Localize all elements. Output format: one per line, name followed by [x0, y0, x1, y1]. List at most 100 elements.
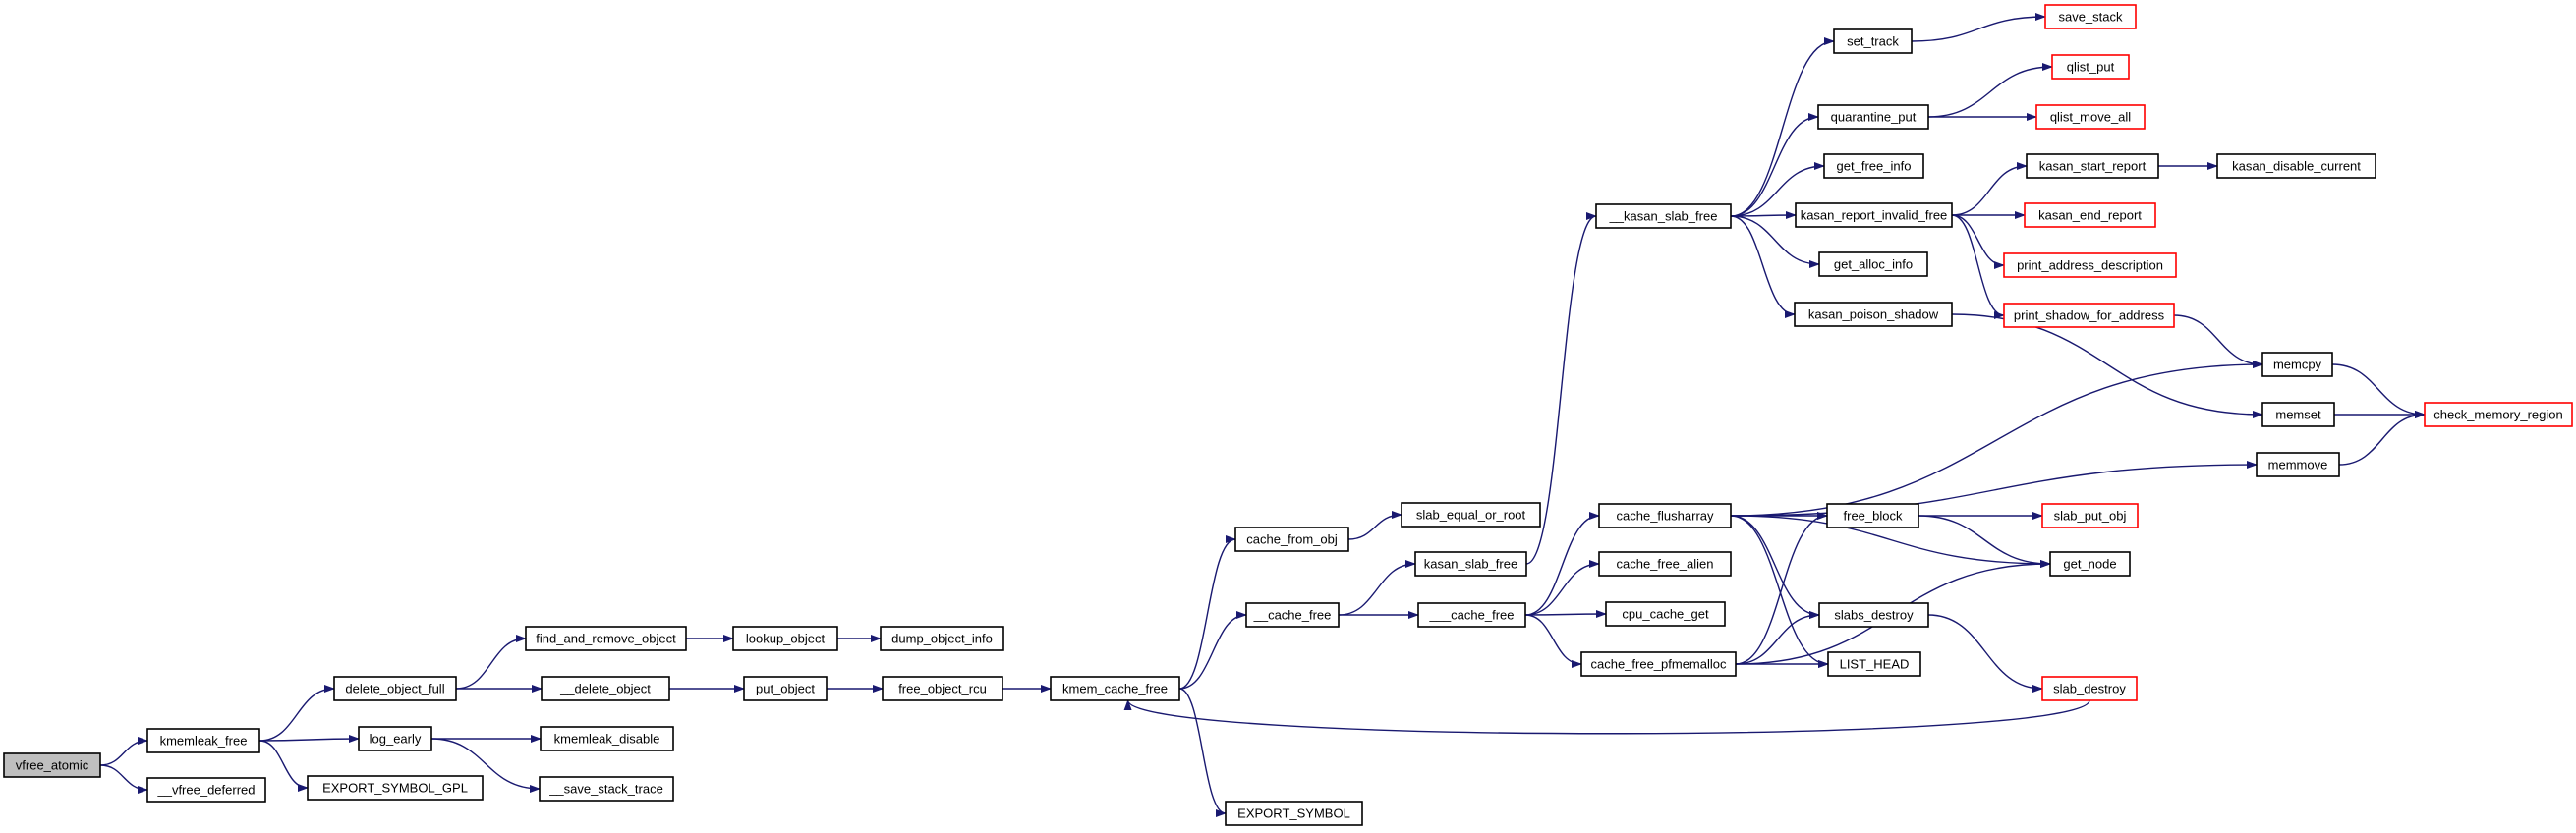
node-label: slab_put_obj	[2054, 509, 2127, 524]
node-box	[2003, 303, 2175, 328]
node-memmove[interactable]: memmove	[2256, 452, 2340, 477]
node-EXPORT_SYMBOL[interactable]: EXPORT_SYMBOL	[1225, 801, 1363, 826]
edge-kmemleak_free-to-EXPORT_SYMBOL_GPL	[258, 740, 309, 792]
node-box	[1817, 104, 1929, 130]
edge-cache_flusharray-to-memcpy	[1730, 361, 2263, 517]
node-print_shadow_for_address[interactable]: print_shadow_for_address	[2003, 303, 2175, 328]
node-label: find_and_remove_object	[536, 632, 676, 646]
node-EXPORT_SYMBOL_GPL[interactable]: EXPORT_SYMBOL_GPL	[307, 775, 484, 801]
edge-kmemleak_free-to-log_early	[258, 735, 360, 744]
node-box	[540, 726, 674, 751]
node-delete_object_full[interactable]: delete_object_full	[333, 676, 457, 701]
node-slab_put_obj[interactable]: slab_put_obj	[2041, 503, 2139, 528]
node-label: EXPORT_SYMBOL_GPL	[322, 781, 468, 796]
node-memset[interactable]: memset	[2261, 402, 2335, 427]
node-vfree_atomic[interactable]: vfree_atomic	[3, 752, 101, 778]
node-get_free_info[interactable]: get_free_info	[1823, 153, 1924, 179]
node-kmemleak_free[interactable]: kmemleak_free	[146, 728, 260, 753]
node-slab_equal_or_root[interactable]: slab_equal_or_root	[1401, 502, 1541, 528]
node-box	[1795, 202, 1953, 228]
node-cache_from_obj[interactable]: cache_from_obj	[1234, 527, 1349, 552]
node-kmemleak_disable[interactable]: kmemleak_disable	[540, 726, 674, 751]
node-__vfree_deferred[interactable]: __vfree_deferred	[146, 777, 266, 803]
node-cpu_cache_get[interactable]: cpu_cache_get	[1605, 601, 1726, 627]
node-label: free_block	[1844, 509, 1903, 524]
edge-slabs_destroy-to-slab_destroy	[1927, 614, 2043, 693]
node-free_object_rcu[interactable]: free_object_rcu	[882, 676, 1003, 701]
edge-cache_free_pfmemalloc-to-slabs_destroy	[1735, 611, 1820, 665]
node-get_alloc_info[interactable]: get_alloc_info	[1818, 251, 1928, 277]
node-__kasan_slab_free[interactable]: __kasan_slab_free	[1595, 203, 1732, 229]
node-label: cache_free_pfmemalloc	[1590, 657, 1727, 672]
node-box	[3, 752, 101, 778]
node-label: put_object	[756, 682, 815, 696]
node-qlist_put[interactable]: qlist_put	[2051, 54, 2130, 80]
node-set_track[interactable]: set_track	[1833, 28, 1913, 54]
node-find_and_remove_object[interactable]: find_and_remove_object	[525, 626, 687, 651]
node-check_memory_region[interactable]: check_memory_region	[2424, 402, 2573, 427]
node-kasan_disable_current[interactable]: kasan_disable_current	[2216, 153, 2376, 179]
node-box	[525, 626, 687, 651]
node-label: set_track	[1847, 34, 1899, 49]
node-box	[1050, 676, 1180, 701]
node-kasan_slab_free[interactable]: kasan_slab_free	[1414, 551, 1527, 577]
node-box	[1580, 651, 1737, 677]
node-label: __save_stack_trace	[548, 782, 663, 797]
node-kasan_report_invalid_free[interactable]: kasan_report_invalid_free	[1795, 202, 1953, 228]
node-box	[1595, 203, 1732, 229]
node-box	[1225, 801, 1363, 826]
node-label: kmemleak_free	[160, 734, 248, 749]
nodes-layer: vfree_atomic kmemleak_free __vfree_deferre…	[3, 4, 2573, 826]
node-memcpy[interactable]: memcpy	[2261, 352, 2333, 377]
node-kmem_cache_free[interactable]: kmem_cache_free	[1050, 676, 1180, 701]
node-cache_flusharray[interactable]: cache_flusharray	[1598, 503, 1732, 528]
edge-log_early-to-__save_stack_trace	[430, 738, 541, 793]
node-qlist_move_all[interactable]: qlist_move_all	[2035, 104, 2146, 130]
node-free_block[interactable]: free_block	[1826, 503, 1919, 528]
edge-___cache_free-to-cache_free_pfmemalloc	[1524, 614, 1582, 668]
edge-__kasan_slab_free-to-kasan_poison_shadow	[1730, 215, 1796, 318]
node-quarantine_put[interactable]: quarantine_put	[1817, 104, 1929, 130]
node-label: memcpy	[2273, 358, 2322, 372]
edge-vfree_atomic-to-__vfree_deferred	[99, 764, 148, 794]
node-LIST_HEAD[interactable]: LIST_HEAD	[1827, 651, 1921, 677]
node-box	[333, 676, 457, 701]
node-label: __delete_object	[559, 682, 651, 696]
node-kasan_end_report[interactable]: kasan_end_report	[2024, 202, 2156, 228]
node-cache_free_alien[interactable]: cache_free_alien	[1598, 551, 1732, 577]
node-box	[2041, 503, 2139, 528]
node-lookup_object[interactable]: lookup_object	[732, 626, 838, 651]
edge-__kasan_slab_free-to-get_free_info	[1730, 162, 1825, 217]
edge-memcpy-to-check_memory_region	[2331, 363, 2426, 418]
node-label: memset	[2275, 408, 2321, 422]
node-label: quarantine_put	[1831, 110, 1917, 125]
node-log_early[interactable]: log_early	[358, 726, 432, 751]
node-box	[880, 626, 1004, 651]
node-__delete_object[interactable]: __delete_object	[541, 676, 670, 701]
node-slabs_destroy[interactable]: slabs_destroy	[1818, 602, 1929, 628]
edge-___cache_free-to-cpu_cache_get	[1524, 610, 1607, 619]
node-save_stack[interactable]: save_stack	[2044, 4, 2137, 29]
node-label: free_object_rcu	[898, 682, 987, 696]
node-label: cache_flusharray	[1617, 509, 1714, 524]
node-box	[541, 676, 670, 701]
node-label: log_early	[370, 732, 422, 747]
node-put_object[interactable]: put_object	[743, 676, 828, 701]
node-kasan_start_report[interactable]: kasan_start_report	[2026, 153, 2159, 179]
node-box	[1818, 602, 1929, 628]
edge-kmem_cache_free-to-__cache_free	[1178, 611, 1247, 690]
node-cache_free_pfmemalloc[interactable]: cache_free_pfmemalloc	[1580, 651, 1737, 677]
edge-kmemleak_free-to-delete_object_full	[258, 685, 335, 742]
node-__cache_free[interactable]: __cache_free	[1245, 602, 1340, 628]
node-get_node[interactable]: get_node	[2049, 551, 2131, 577]
node-slab_destroy[interactable]: slab_destroy	[2041, 676, 2138, 701]
node-print_address_description[interactable]: print_address_description	[2003, 252, 2177, 278]
node-___cache_free[interactable]: ___cache_free	[1417, 602, 1526, 628]
node-dump_object_info[interactable]: dump_object_info	[880, 626, 1004, 651]
node-label: kasan_disable_current	[2232, 159, 2361, 174]
node-kasan_poison_shadow[interactable]: kasan_poison_shadow	[1794, 302, 1953, 327]
node-box	[2044, 4, 2137, 29]
node-label: qlist_move_all	[2050, 110, 2131, 125]
node-__save_stack_trace[interactable]: __save_stack_trace	[539, 776, 674, 802]
node-label: slab_equal_or_root	[1416, 508, 1526, 523]
